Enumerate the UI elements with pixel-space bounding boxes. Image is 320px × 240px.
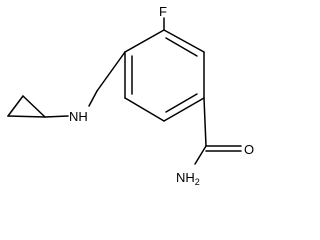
- fluorine-label: F: [159, 4, 167, 19]
- amide-nitrogen-hydrogen-text: NH: [176, 170, 195, 185]
- amide-nitrogen-bond: [194, 145, 207, 165]
- ring-inner-double-bond-c3-c4: [165, 93, 198, 113]
- ring-inner-double-bond-c1-c2: [165, 37, 198, 57]
- cyclopropyl-ring: [7, 95, 46, 118]
- amine-to-ch2-bond: [88, 90, 98, 107]
- carbonyl-oxygen-label: O: [244, 142, 254, 157]
- ring-bond-c4-c5: [124, 97, 165, 122]
- cyclopropyl-bond-b: [7, 95, 24, 117]
- structure-canvas: F NH O NH2: [7, 4, 254, 187]
- amine-to-cyclopropyl-bond: [44, 115, 69, 118]
- ring-bond-c6-c1: [124, 29, 165, 53]
- ring-bond-c3-c4: [163, 97, 205, 122]
- cyclopropyl-bond-c: [7, 115, 46, 118]
- benzylic-bond: [96, 51, 126, 92]
- amine-label: NH: [69, 109, 88, 124]
- ring-to-carbonyl-bond: [203, 97, 207, 147]
- amide-hydrogen-subscript: 2: [195, 177, 200, 187]
- amide-nitrogen-label: NH2: [176, 170, 200, 187]
- ring-bond-c1-c2: [163, 29, 205, 53]
- cyclopropyl-bond-a: [22, 95, 46, 118]
- benzene-ring: [124, 29, 205, 122]
